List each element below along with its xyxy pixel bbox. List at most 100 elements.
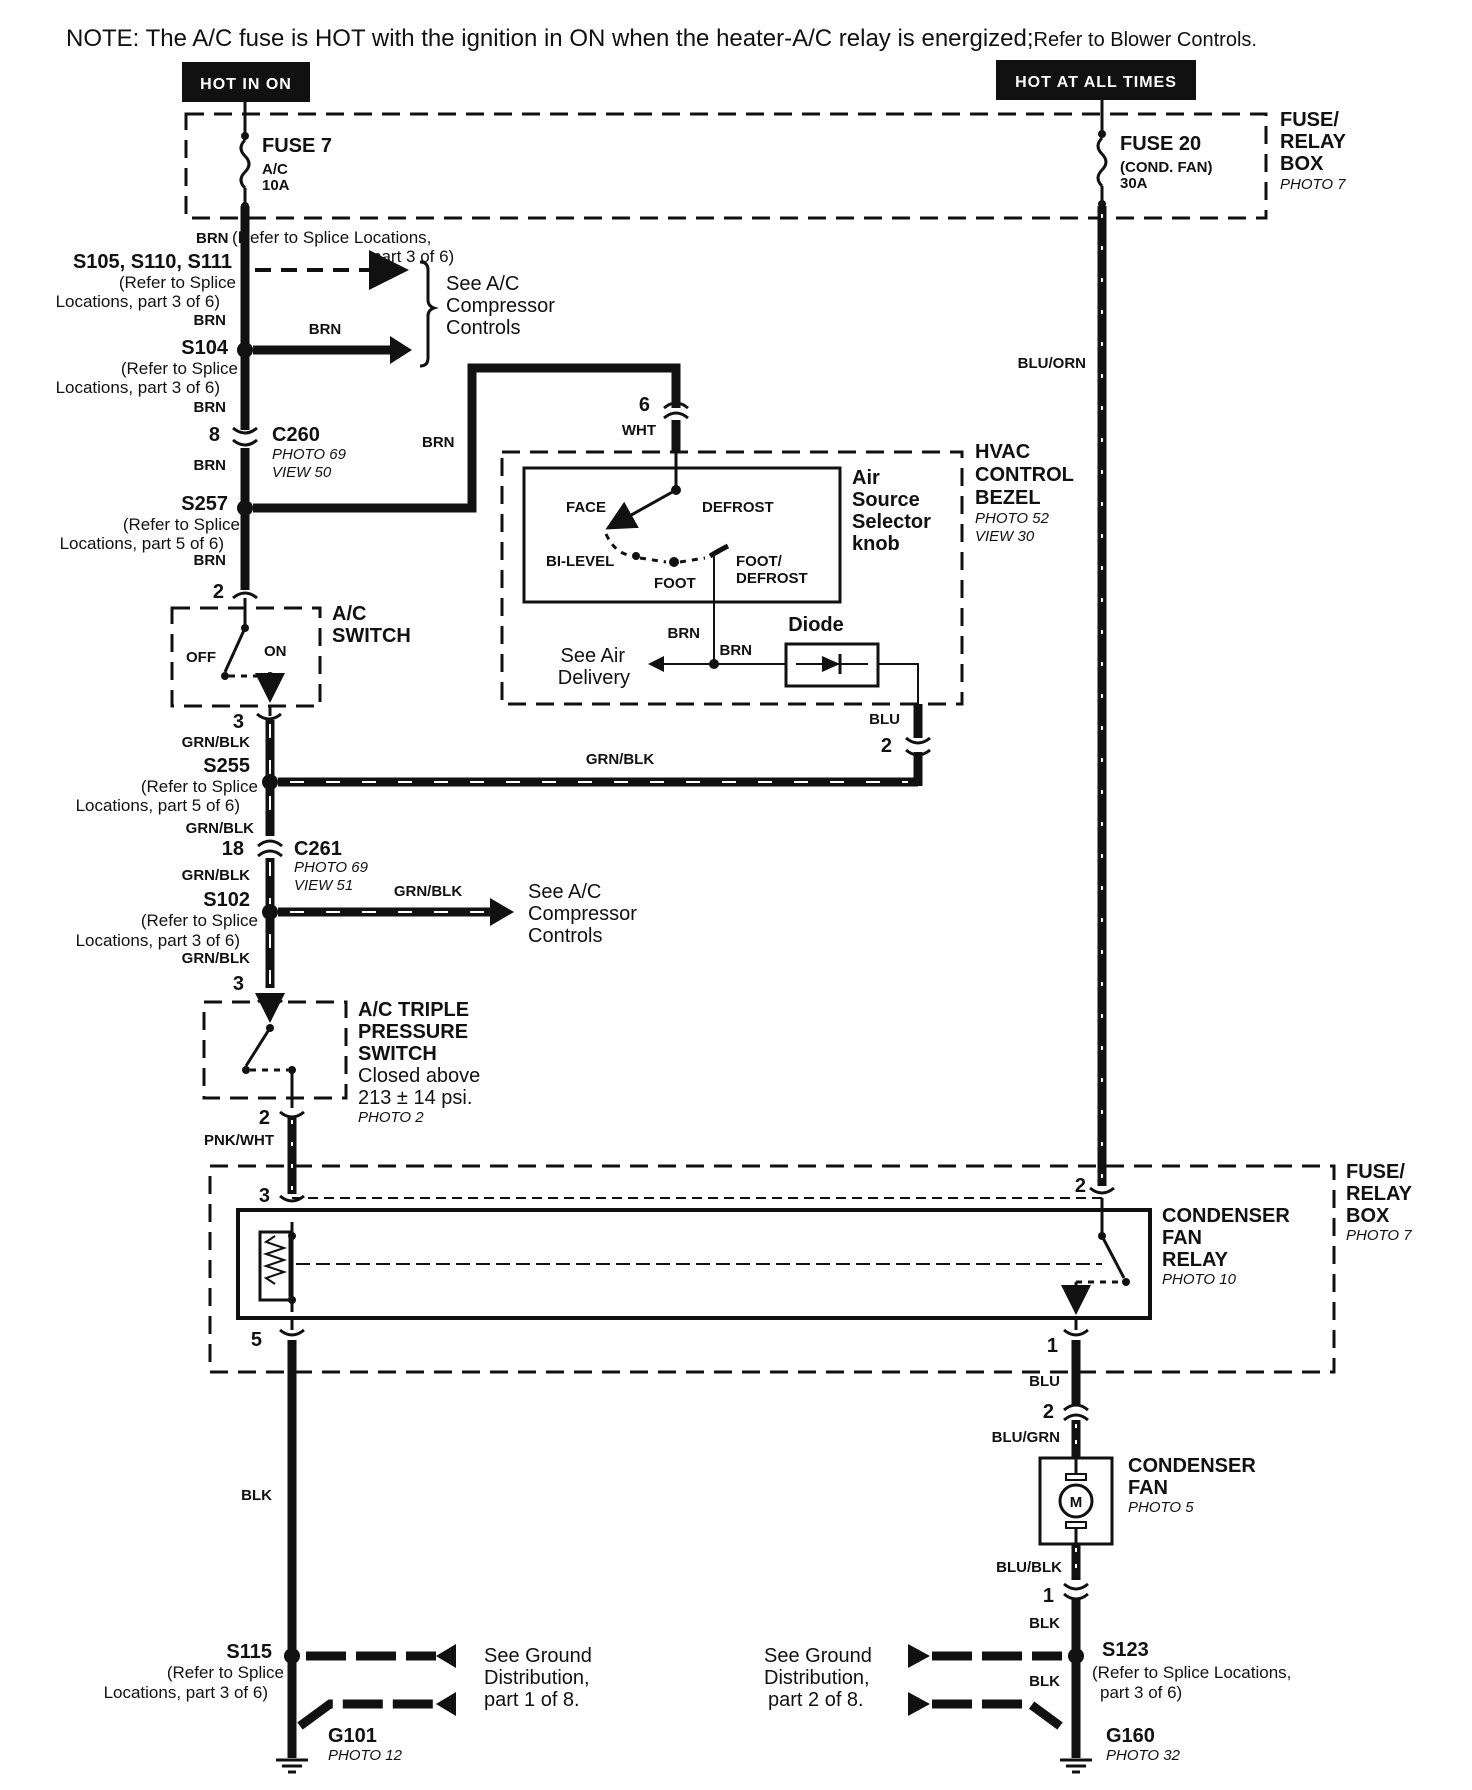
svg-text:S102: S102 bbox=[203, 889, 250, 911]
svg-text:Air: Air bbox=[852, 467, 880, 489]
hvac-control-bezel: 6 WHT HVAC CONTROL BEZEL PHOTO 52 VIEW 3… bbox=[500, 394, 1074, 706]
svg-text:PHOTO 12: PHOTO 12 bbox=[328, 1747, 403, 1764]
svg-text:Source: Source bbox=[852, 489, 920, 511]
svg-text:213 ± 14 psi.: 213 ± 14 psi. bbox=[358, 1087, 472, 1109]
svg-text:3: 3 bbox=[259, 1185, 270, 1207]
svg-text:FUSE/: FUSE/ bbox=[1280, 109, 1339, 131]
svg-text:part 3 of 6): part 3 of 6) bbox=[1100, 1683, 1182, 1702]
svg-text:GRN/BLK: GRN/BLK bbox=[182, 734, 250, 751]
svg-text:FUSE 20: FUSE 20 bbox=[1120, 133, 1201, 155]
svg-text:(Refer to Splice Locations,: (Refer to Splice Locations, bbox=[1092, 1663, 1291, 1682]
svg-text:8: 8 bbox=[209, 424, 220, 446]
svg-text:Selector: Selector bbox=[852, 511, 931, 533]
svg-text:FAN: FAN bbox=[1128, 1477, 1168, 1499]
svg-text:BRN: BRN bbox=[720, 642, 753, 659]
svg-text:part 2 of 8.: part 2 of 8. bbox=[768, 1689, 864, 1711]
wire-blu-fan: BLU 2 BLU/GRN bbox=[992, 1340, 1089, 1458]
svg-text:Locations, part 5 of 6): Locations, part 5 of 6) bbox=[60, 534, 224, 553]
svg-text:WHT: WHT bbox=[622, 422, 656, 439]
svg-text:VIEW 51: VIEW 51 bbox=[294, 877, 353, 894]
svg-text:Closed above: Closed above bbox=[358, 1065, 480, 1087]
svg-text:1: 1 bbox=[1043, 1585, 1054, 1607]
svg-text:Controls: Controls bbox=[528, 925, 602, 947]
svg-text:(Refer to Splice Locations,: (Refer to Splice Locations, bbox=[232, 228, 431, 247]
ac-switch: 2 OFF ON A/C SWITCH 3 bbox=[170, 581, 411, 733]
svg-text:See Ground: See Ground bbox=[764, 1645, 872, 1667]
svg-text:Locations, part 5 of 6): Locations, part 5 of 6) bbox=[76, 796, 240, 815]
svg-text:PHOTO 32: PHOTO 32 bbox=[1106, 1747, 1181, 1764]
svg-text:SWITCH: SWITCH bbox=[332, 625, 411, 647]
svg-text:SWITCH: SWITCH bbox=[358, 1043, 437, 1065]
svg-text:Locations, part 3 of 6): Locations, part 3 of 6) bbox=[56, 292, 220, 311]
svg-text:G160: G160 bbox=[1106, 1725, 1155, 1747]
svg-text:PNK/WHT: PNK/WHT bbox=[204, 1132, 274, 1149]
note-text: NOTE: The A/C fuse is HOT with the ignit… bbox=[66, 25, 1257, 52]
svg-text:PHOTO 5: PHOTO 5 bbox=[1128, 1499, 1194, 1516]
svg-text:RELAY: RELAY bbox=[1280, 131, 1347, 153]
svg-text:S255: S255 bbox=[203, 755, 250, 777]
svg-text:(Refer to Splice: (Refer to Splice bbox=[119, 273, 236, 292]
svg-text:GRN/BLK: GRN/BLK bbox=[586, 751, 654, 768]
svg-text:Locations, part 3 of 6): Locations, part 3 of 6) bbox=[76, 931, 240, 950]
fuse-relay-box-lower: FUSE/ RELAY BOX PHOTO 7 bbox=[208, 1161, 1413, 1374]
svg-text:part 1 of 8.: part 1 of 8. bbox=[484, 1689, 580, 1711]
svg-text:GRN/BLK: GRN/BLK bbox=[182, 950, 250, 967]
svg-text:FOOT: FOOT bbox=[654, 575, 696, 592]
svg-text:A/C: A/C bbox=[262, 161, 288, 178]
svg-text:3: 3 bbox=[233, 711, 244, 733]
wire-blu-orn: BLU/ORN bbox=[1018, 206, 1107, 1186]
svg-text:(Refer to Splice: (Refer to Splice bbox=[123, 515, 240, 534]
ground-right: S123 (Refer to Splice Locations, part 3 … bbox=[764, 1639, 1291, 1774]
svg-text:PHOTO 10: PHOTO 10 bbox=[1162, 1271, 1237, 1288]
svg-text:BRN: BRN bbox=[194, 312, 227, 329]
svg-text:BRN: BRN bbox=[309, 321, 342, 338]
svg-text:2: 2 bbox=[881, 735, 892, 757]
svg-text:FUSE 7: FUSE 7 bbox=[262, 135, 332, 157]
svg-text:CONDENSER: CONDENSER bbox=[1162, 1205, 1290, 1227]
svg-text:Distribution,: Distribution, bbox=[484, 1667, 590, 1689]
connector-c260: 8 C260 PHOTO 69 VIEW 50 BRN bbox=[194, 424, 347, 481]
svg-text:VIEW 30: VIEW 30 bbox=[975, 528, 1035, 545]
svg-text:PHOTO 7: PHOTO 7 bbox=[1280, 176, 1346, 193]
svg-text:knob: knob bbox=[852, 533, 900, 555]
svg-text:Locations, part 3 of 6): Locations, part 3 of 6) bbox=[56, 378, 220, 397]
splice-s255: GRN/BLK S255 (Refer to Splice Locations,… bbox=[76, 734, 923, 815]
svg-text:C261: C261 bbox=[294, 838, 342, 860]
svg-text:FAN: FAN bbox=[1162, 1227, 1202, 1249]
fuse-7: FUSE 7 A/C 10A bbox=[239, 102, 332, 210]
hot-in-on-tag: HOT IN ON bbox=[182, 62, 310, 102]
condenser-fan-relay: 3 2 CONDENSER FAN RELAY PHOTO 10 5 1 bbox=[236, 1175, 1290, 1357]
svg-text:2: 2 bbox=[259, 1107, 270, 1129]
splice-s105-s110-s111: BRN (Refer to Splice Locations, part 3 o… bbox=[56, 228, 455, 311]
svg-text:BRN: BRN bbox=[194, 399, 227, 416]
svg-text:5: 5 bbox=[251, 1329, 262, 1351]
svg-text:PHOTO 52: PHOTO 52 bbox=[975, 510, 1050, 527]
svg-text:18: 18 bbox=[222, 838, 244, 860]
svg-text:BRN: BRN bbox=[194, 457, 227, 474]
svg-text:Locations, part 3 of 6): Locations, part 3 of 6) bbox=[104, 1683, 268, 1702]
svg-text:FOOT/: FOOT/ bbox=[736, 553, 783, 570]
connector-c261: GRN/BLK 18 C261 PHOTO 69 VIEW 51 GRN/BLK bbox=[182, 820, 369, 894]
svg-text:(Refer to Splice: (Refer to Splice bbox=[141, 777, 258, 796]
svg-text:S123: S123 bbox=[1102, 1639, 1149, 1661]
svg-text:FACE: FACE bbox=[566, 499, 606, 516]
svg-text:BOX: BOX bbox=[1280, 153, 1324, 175]
svg-text:Controls: Controls bbox=[446, 317, 520, 339]
splice-s102: S102 (Refer to Splice Locations, part 3 … bbox=[76, 881, 638, 967]
svg-text:BRN: BRN bbox=[194, 552, 227, 569]
svg-text:ON: ON bbox=[264, 643, 287, 660]
svg-text:Distribution,: Distribution, bbox=[764, 1667, 870, 1689]
svg-text:See Air: See Air bbox=[561, 645, 626, 667]
svg-text:HOT IN ON: HOT IN ON bbox=[200, 76, 292, 93]
svg-text:HVAC: HVAC bbox=[975, 441, 1030, 463]
svg-text:30A: 30A bbox=[1120, 175, 1148, 192]
svg-text:FUSE/: FUSE/ bbox=[1346, 1161, 1405, 1183]
svg-text:BLK: BLK bbox=[1029, 1615, 1060, 1632]
svg-text:BRN: BRN bbox=[422, 434, 455, 451]
svg-text:(COND. FAN): (COND. FAN) bbox=[1120, 159, 1213, 176]
svg-text:BEZEL: BEZEL bbox=[975, 487, 1041, 509]
svg-text:See Ground: See Ground bbox=[484, 1645, 592, 1667]
wire-blu-blk-fan: BLU/BLK 1 BLK bbox=[996, 1544, 1089, 1758]
svg-text:PHOTO 69: PHOTO 69 bbox=[272, 446, 347, 463]
